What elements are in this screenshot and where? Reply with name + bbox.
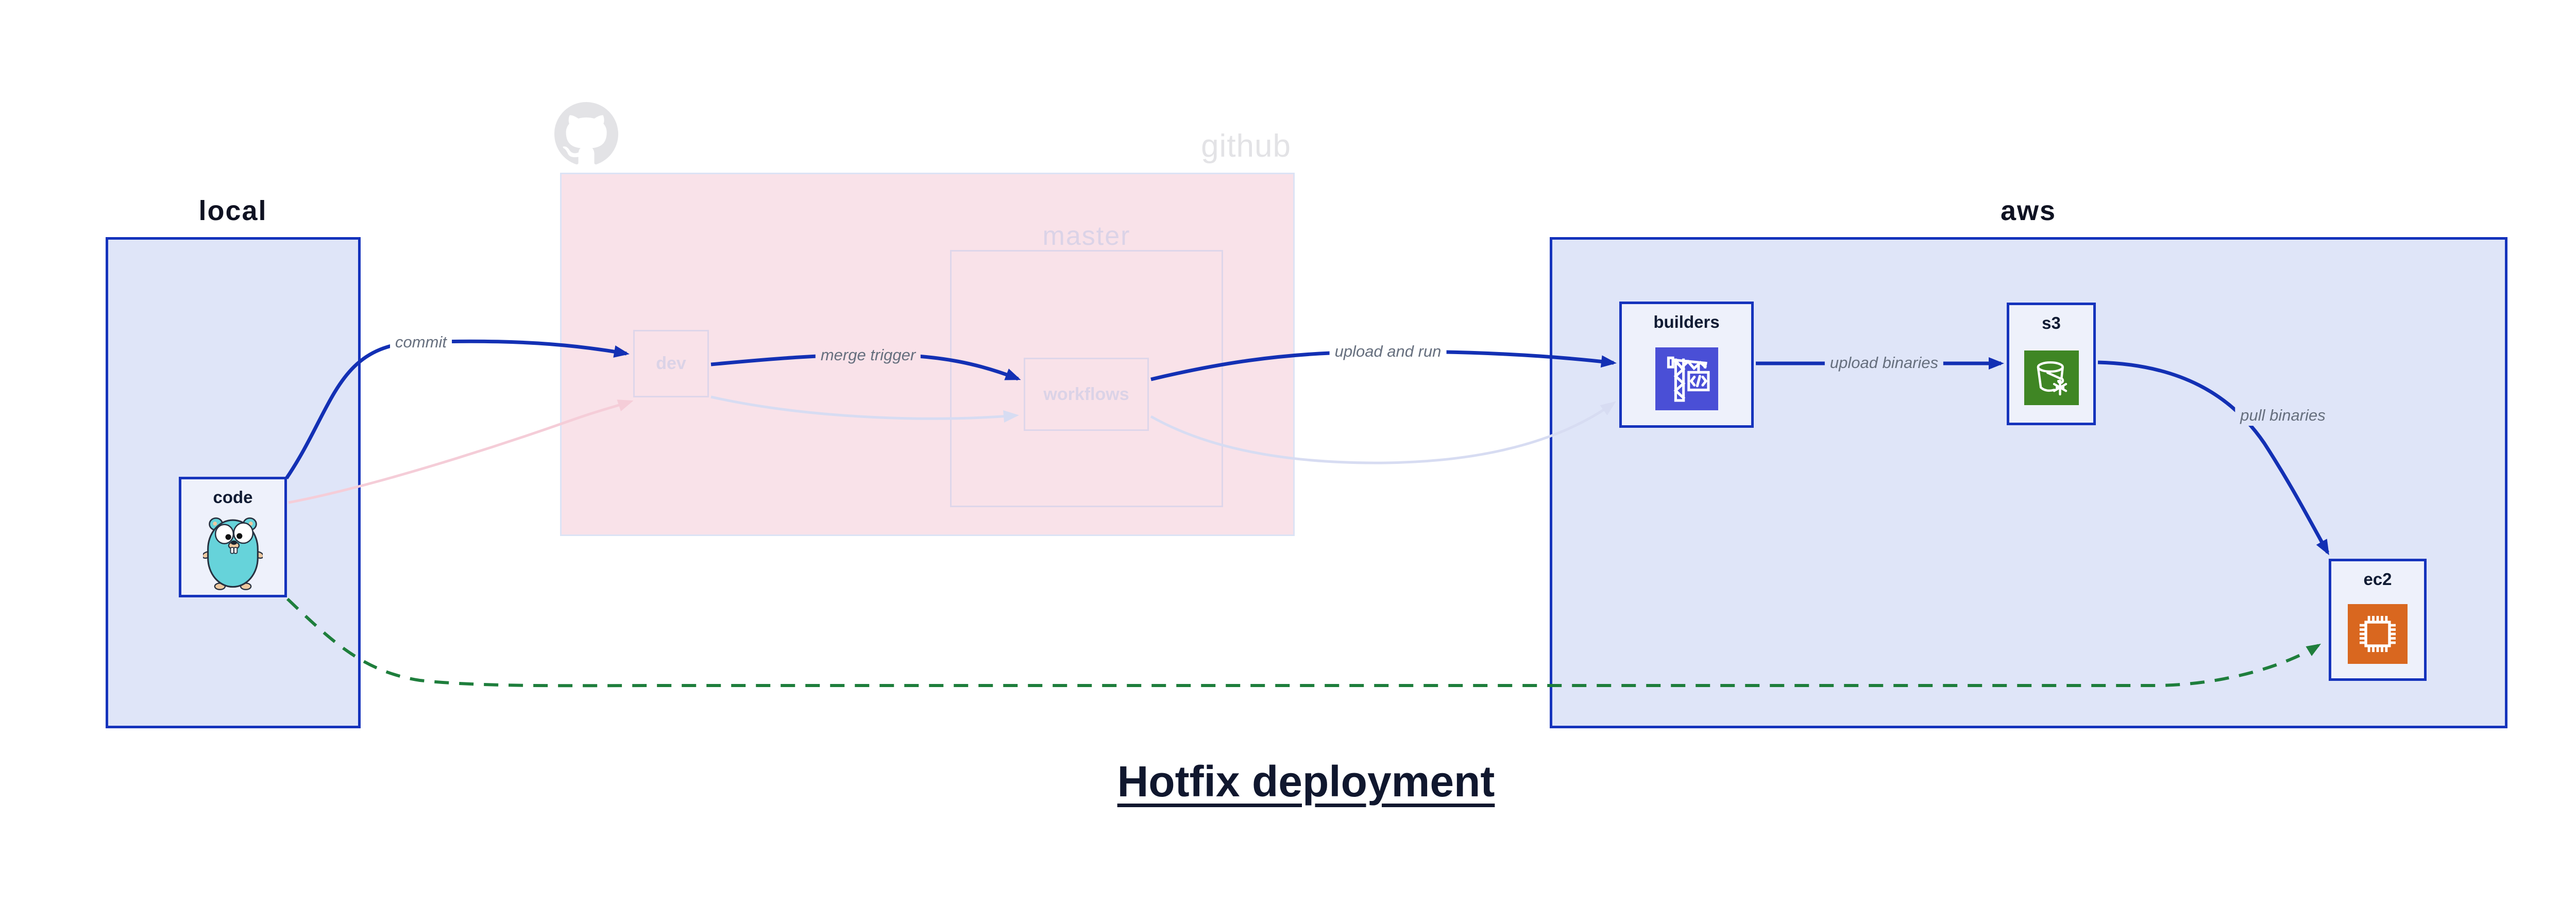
group-label-github: github bbox=[1201, 128, 1291, 164]
node-s3: s3 bbox=[2007, 303, 2096, 425]
group-label-local: local bbox=[198, 195, 267, 226]
aws-s3-glacier-bucket-icon bbox=[2024, 333, 2079, 423]
node-code: code bbox=[179, 477, 287, 597]
diagram-title: Hotfix deployment bbox=[1117, 757, 1495, 806]
edge-label-pull-binaries: pull binaries bbox=[2235, 405, 2331, 426]
node-label-code: code bbox=[213, 488, 253, 507]
edge-label-upload-and-run: upload and run bbox=[1329, 341, 1447, 362]
node-workflows: workflows bbox=[1024, 358, 1149, 431]
aws-ec2-chip-icon bbox=[2348, 589, 2408, 678]
group-label-master: master bbox=[1042, 221, 1131, 251]
node-label-ec2: ec2 bbox=[2363, 570, 2392, 589]
edge-label-upload-binaries: upload binaries bbox=[1824, 353, 1944, 373]
node-label-workflows: workflows bbox=[1043, 384, 1129, 404]
aws-codebuild-icon bbox=[1655, 332, 1718, 425]
group-label-aws: aws bbox=[2000, 195, 2057, 226]
node-builders: builders bbox=[1619, 302, 1754, 428]
node-label-builders: builders bbox=[1653, 312, 1720, 331]
node-ec2: ec2 bbox=[2329, 559, 2427, 681]
node-dev: dev bbox=[633, 330, 709, 397]
github-logo-icon bbox=[554, 102, 618, 169]
node-label-dev: dev bbox=[656, 354, 686, 373]
edge-label-commit: commit bbox=[390, 332, 452, 353]
node-label-s3: s3 bbox=[2042, 313, 2061, 332]
edge-label-merge-trigger: merge trigger bbox=[815, 345, 921, 365]
go-gopher-icon bbox=[203, 507, 263, 595]
